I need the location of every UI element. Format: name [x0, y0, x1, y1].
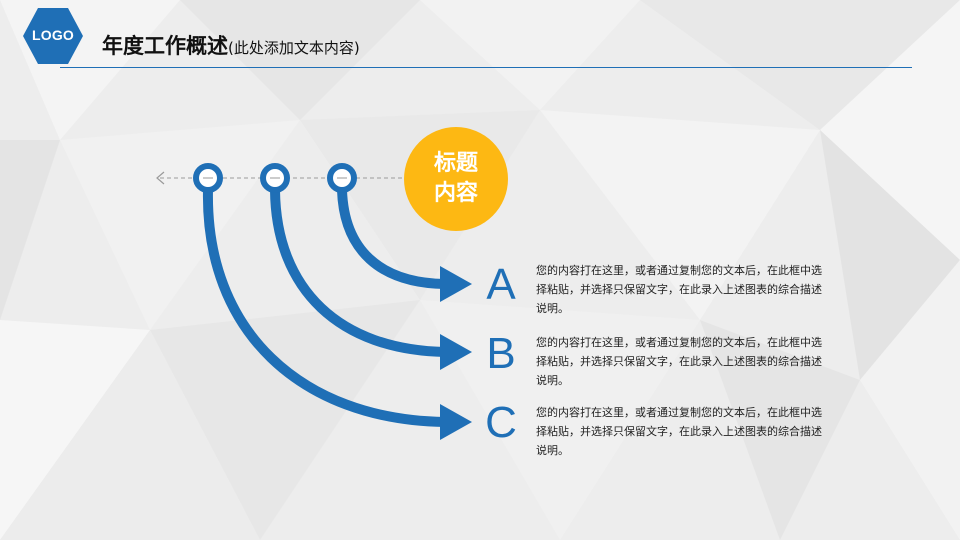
page-title-main: 年度工作概述 — [102, 34, 228, 58]
arrowhead-c — [440, 404, 472, 440]
logo-text: LOGO — [31, 27, 75, 43]
hexagon-logo-icon — [23, 8, 83, 64]
title-badge: 标题内容 — [404, 127, 508, 231]
page-title: 年度工作概述(此处添加文本内容) — [102, 30, 360, 60]
item-description-c: 您的内容打在这里，或者通过复制您的文本后，在此框中选择粘贴，并选择只保留文字，在… — [536, 406, 822, 457]
logo: LOGO — [22, 6, 84, 66]
item-description-a: 您的内容打在这里，或者通过复制您的文本后，在此框中选择粘贴，并选择只保留文字，在… — [536, 264, 822, 315]
node-2 — [260, 163, 290, 193]
arrowhead-a — [440, 266, 472, 302]
page-title-subtitle: (此处添加文本内容) — [228, 39, 360, 57]
title-divider — [60, 67, 912, 68]
dashed-arrow-left-icon — [156, 171, 165, 185]
arrowhead-b — [440, 334, 472, 370]
curved-arrow-a — [337, 189, 446, 289]
node-1 — [193, 163, 223, 193]
item-letter-a: A — [486, 260, 516, 309]
node-3 — [327, 163, 357, 193]
item-letter-c: C — [485, 398, 517, 447]
curved-arrow-b — [270, 189, 446, 357]
item-description-b: 您的内容打在这里，或者通过复制您的文本后，在此框中选择粘贴，并选择只保留文字，在… — [536, 336, 822, 387]
item-letter-b: B — [486, 329, 516, 378]
curved-arrow-c — [202, 189, 446, 427]
title-badge-text: 标题内容 — [433, 151, 478, 206]
